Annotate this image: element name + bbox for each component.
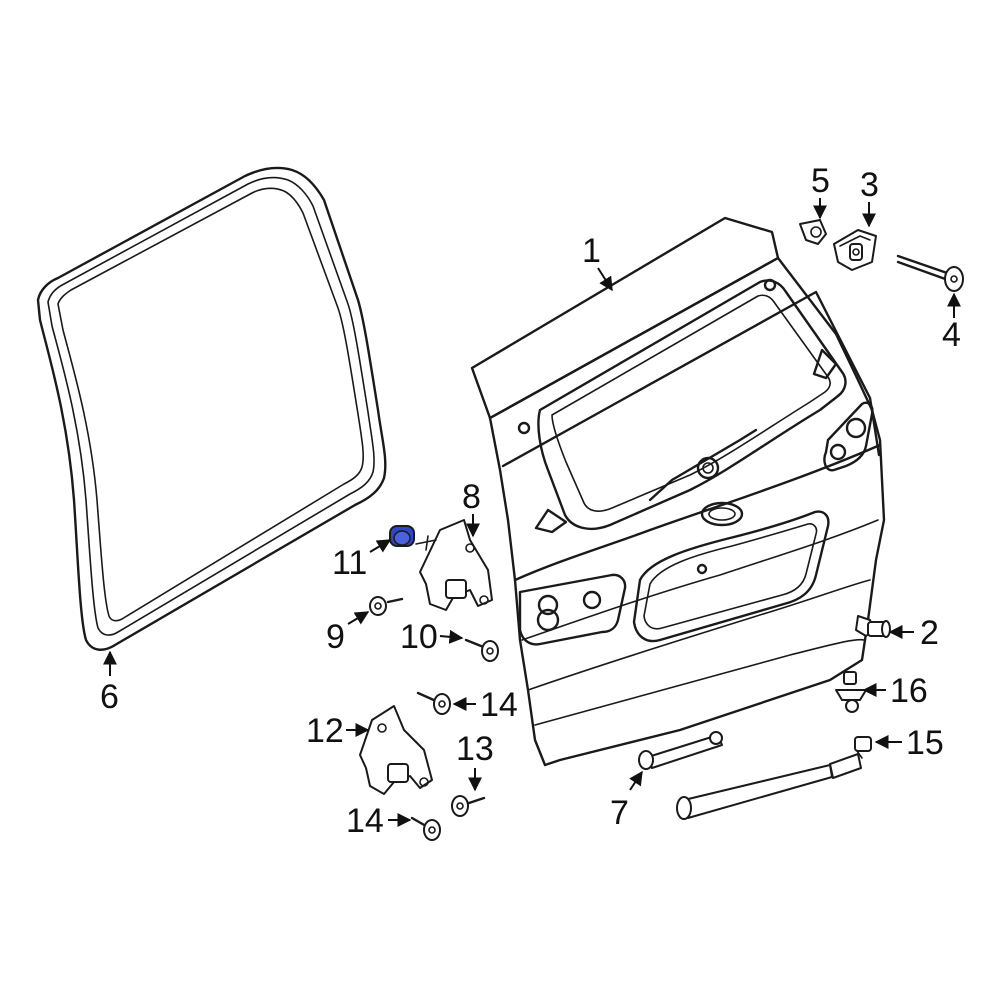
callout-label-11: 11 <box>332 544 367 582</box>
bumper-stop-16[interactable] <box>835 671 867 713</box>
callout-6: 6 <box>100 650 119 716</box>
liftgate-panel[interactable] <box>470 216 886 767</box>
callout-label-2: 2 <box>920 614 939 652</box>
bolt-part-14-upper[interactable] <box>416 691 451 715</box>
callout-label-8: 8 <box>462 478 481 516</box>
callout-10: 10 <box>400 618 464 656</box>
callout-4: 4 <box>942 292 961 354</box>
callout-5: 5 <box>811 162 830 220</box>
bolt-part-4[interactable] <box>896 254 964 292</box>
hinge-lower[interactable] <box>359 705 433 795</box>
bumper-part[interactable] <box>855 615 891 638</box>
callout-label-16: 16 <box>890 672 928 710</box>
callout-7: 7 <box>610 770 643 832</box>
bolt-part-14-lower[interactable] <box>410 816 441 841</box>
bolt-part-13[interactable] <box>451 795 486 817</box>
callout-14-upper: 14 <box>452 686 518 724</box>
bolt-part-10[interactable] <box>464 638 499 662</box>
nut-part-11[interactable] <box>389 525 415 547</box>
bumper-block[interactable] <box>833 229 877 271</box>
gas-strut-left[interactable] <box>638 731 723 770</box>
callout-11: 11 <box>332 539 392 582</box>
callout-9: 9 <box>326 611 370 656</box>
callout-label-14-upper: 14 <box>480 686 518 724</box>
callout-label-1: 1 <box>582 232 601 270</box>
callout-label-15: 15 <box>906 724 944 762</box>
callout-3: 3 <box>860 166 879 228</box>
callout-label-12: 12 <box>306 712 344 750</box>
callout-label-13: 13 <box>456 730 494 768</box>
callout-label-7: 7 <box>610 794 629 832</box>
callout-label-14-lower: 14 <box>346 802 384 840</box>
callout-2: 2 <box>888 614 939 652</box>
callout-12: 12 <box>306 712 370 750</box>
callout-label-10: 10 <box>400 618 438 656</box>
hinge-upper[interactable] <box>415 519 493 611</box>
callout-label-3: 3 <box>860 166 879 204</box>
callout-8: 8 <box>462 478 481 538</box>
callout-15: 15 <box>874 724 944 762</box>
callout-16: 16 <box>862 672 928 710</box>
weatherstrip-seal[interactable] <box>36 166 387 651</box>
bolt-part-9[interactable] <box>369 596 404 616</box>
callout-1: 1 <box>582 232 613 292</box>
callout-label-6: 6 <box>100 678 119 716</box>
callout-14-lower: 14 <box>346 802 412 840</box>
clip-part-5[interactable] <box>799 219 827 245</box>
callout-label-5: 5 <box>811 162 830 200</box>
callout-13: 13 <box>456 730 494 792</box>
callout-label-9: 9 <box>326 618 345 656</box>
callout-label-4: 4 <box>942 316 961 354</box>
gas-strut-right[interactable] <box>676 736 872 820</box>
